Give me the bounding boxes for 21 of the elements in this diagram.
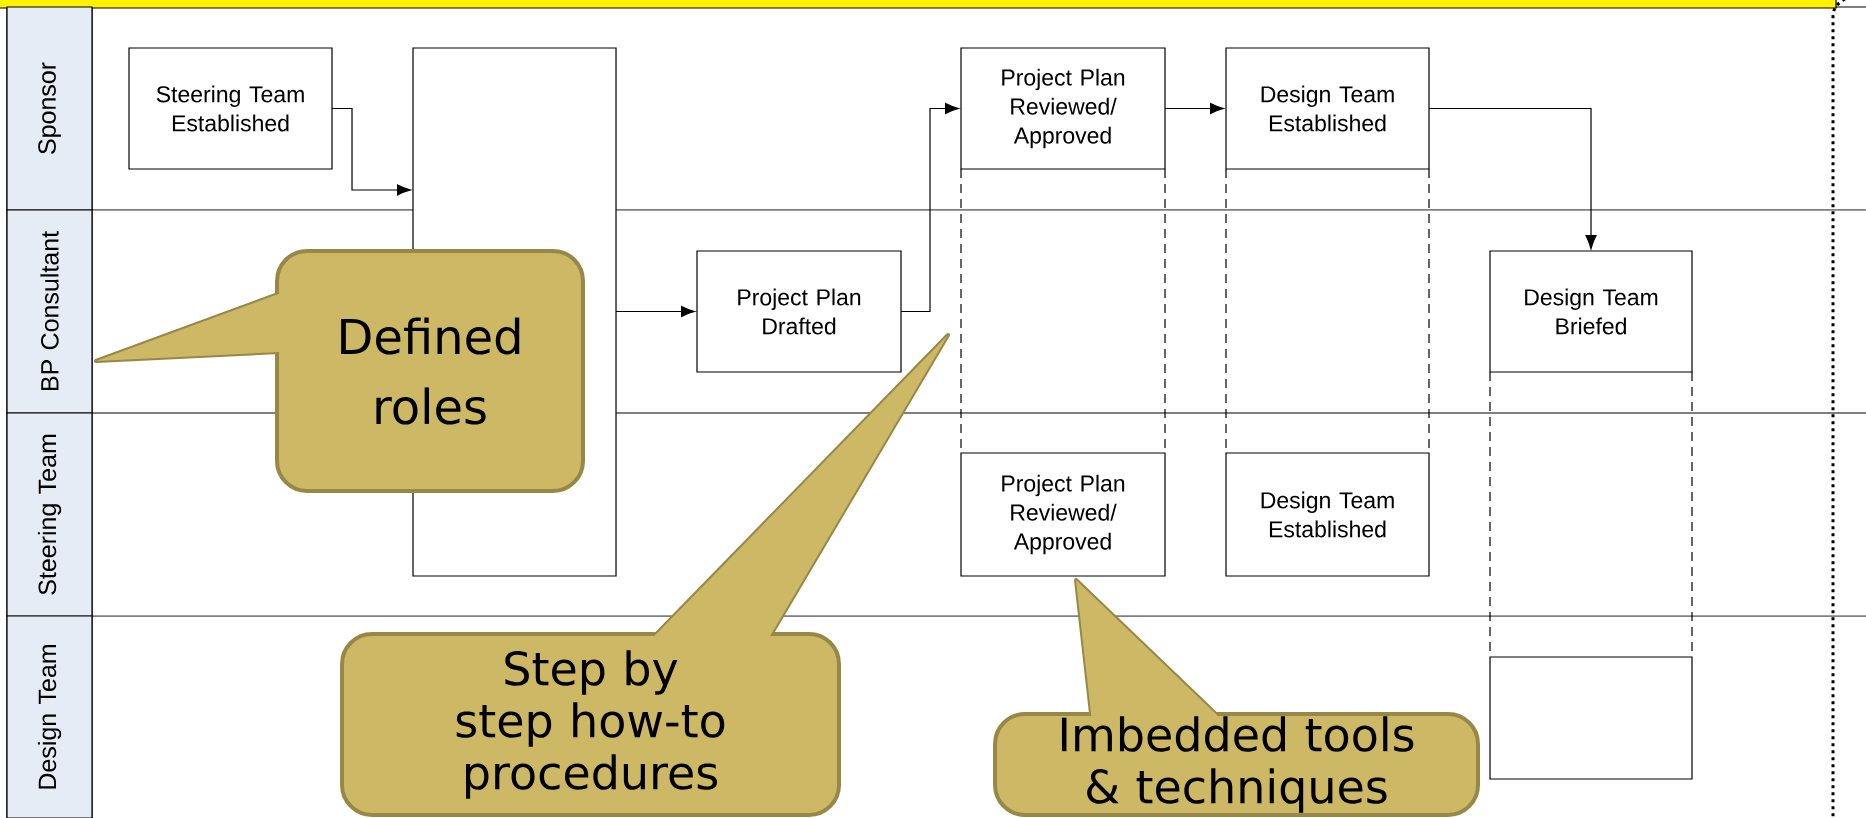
process-box: Design Team Established	[1225, 452, 1430, 577]
arrow	[1428, 107, 1597, 250]
process-box: Project Plan Reviewed/ Approved	[960, 452, 1166, 577]
arrow	[615, 305, 696, 318]
process-box	[1489, 656, 1693, 780]
lane-header: BP Consultant	[6, 209, 93, 414]
dashed-connector	[1489, 371, 1693, 658]
process-box: Design Team Briefed	[1489, 250, 1693, 373]
arrow	[900, 102, 960, 313]
callout: Imbedded tools & techniques	[993, 578, 1480, 817]
process-box: Design Team Established	[1225, 47, 1430, 170]
process-box: Project Plan Reviewed/ Approved	[960, 47, 1166, 170]
arrow	[331, 107, 412, 196]
lane-header: Steering Team	[6, 412, 93, 617]
process-box: Project Plan Drafted	[696, 250, 902, 373]
lane-header: Sponsor	[6, 6, 93, 211]
process-box: Steering Team Established	[128, 47, 333, 170]
arrow	[1164, 102, 1225, 115]
callout: Defined roles	[94, 249, 585, 493]
node-label: Step by step how-to procedures	[456, 650, 725, 799]
lane-header: Design Team	[6, 615, 93, 818]
